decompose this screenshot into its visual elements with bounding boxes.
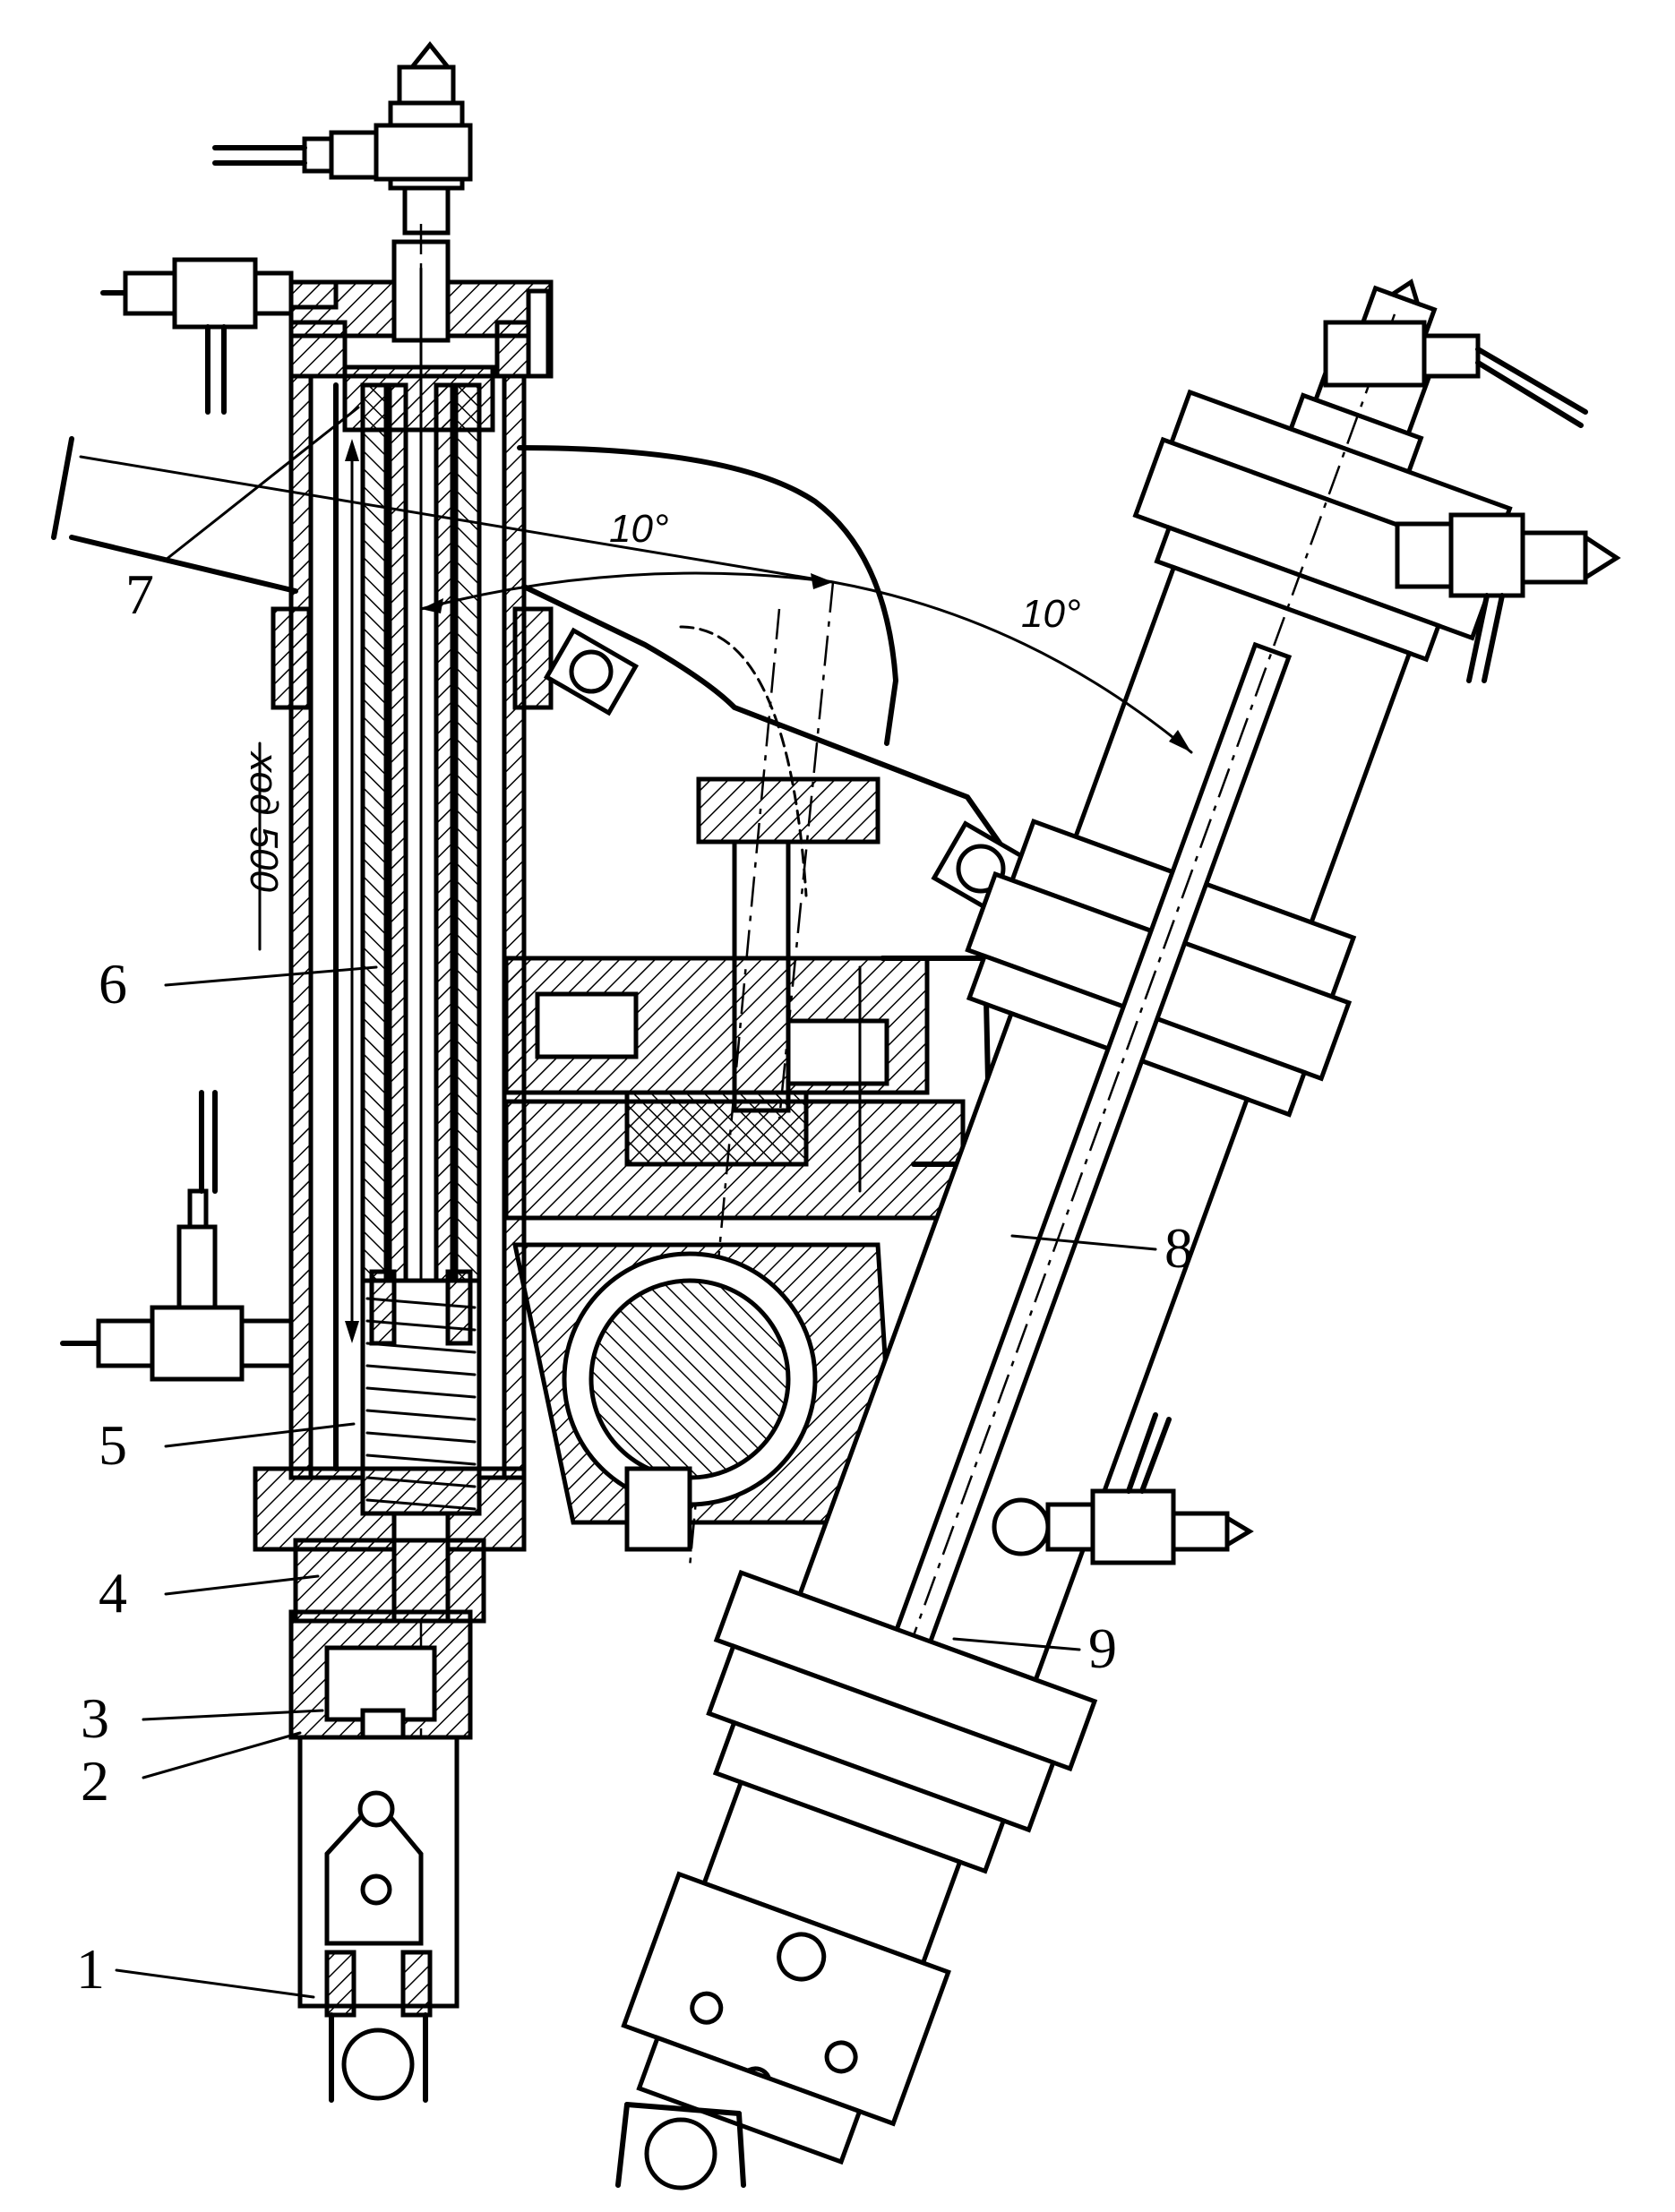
right-gripper	[615, 2102, 746, 2191]
part-label-8: 8	[1164, 1216, 1193, 1280]
left-cylinder	[60, 40, 554, 2103]
right-upper-fitting	[1395, 512, 1621, 683]
lower-right-fitting	[992, 1412, 1254, 1565]
part-label-4: 4	[99, 1561, 127, 1625]
angle-label-right: 10°	[1021, 592, 1081, 636]
part-label-3: 3	[81, 1686, 109, 1750]
lower-left-fitting	[60, 1090, 294, 1382]
part-label-2: 2	[81, 1749, 109, 1813]
central-mount	[51, 436, 1033, 1568]
part-label-5: 5	[99, 1413, 127, 1477]
part-label-9: 9	[1088, 1616, 1117, 1680]
stroke-label-group: ход 500	[242, 750, 286, 892]
leader-lines	[115, 406, 1157, 1999]
right-cylinder	[621, 279, 1513, 2165]
part-label-7: 7	[125, 562, 154, 626]
angle-label-left: 10°	[609, 507, 669, 551]
angle-construction	[79, 455, 1193, 1120]
right-top-fitting	[1323, 320, 1588, 428]
part-label-6: 6	[99, 952, 127, 1016]
top-fitting	[212, 40, 473, 236]
stroke-label: ход 500	[242, 750, 286, 892]
part-label-1: 1	[76, 1937, 105, 2001]
